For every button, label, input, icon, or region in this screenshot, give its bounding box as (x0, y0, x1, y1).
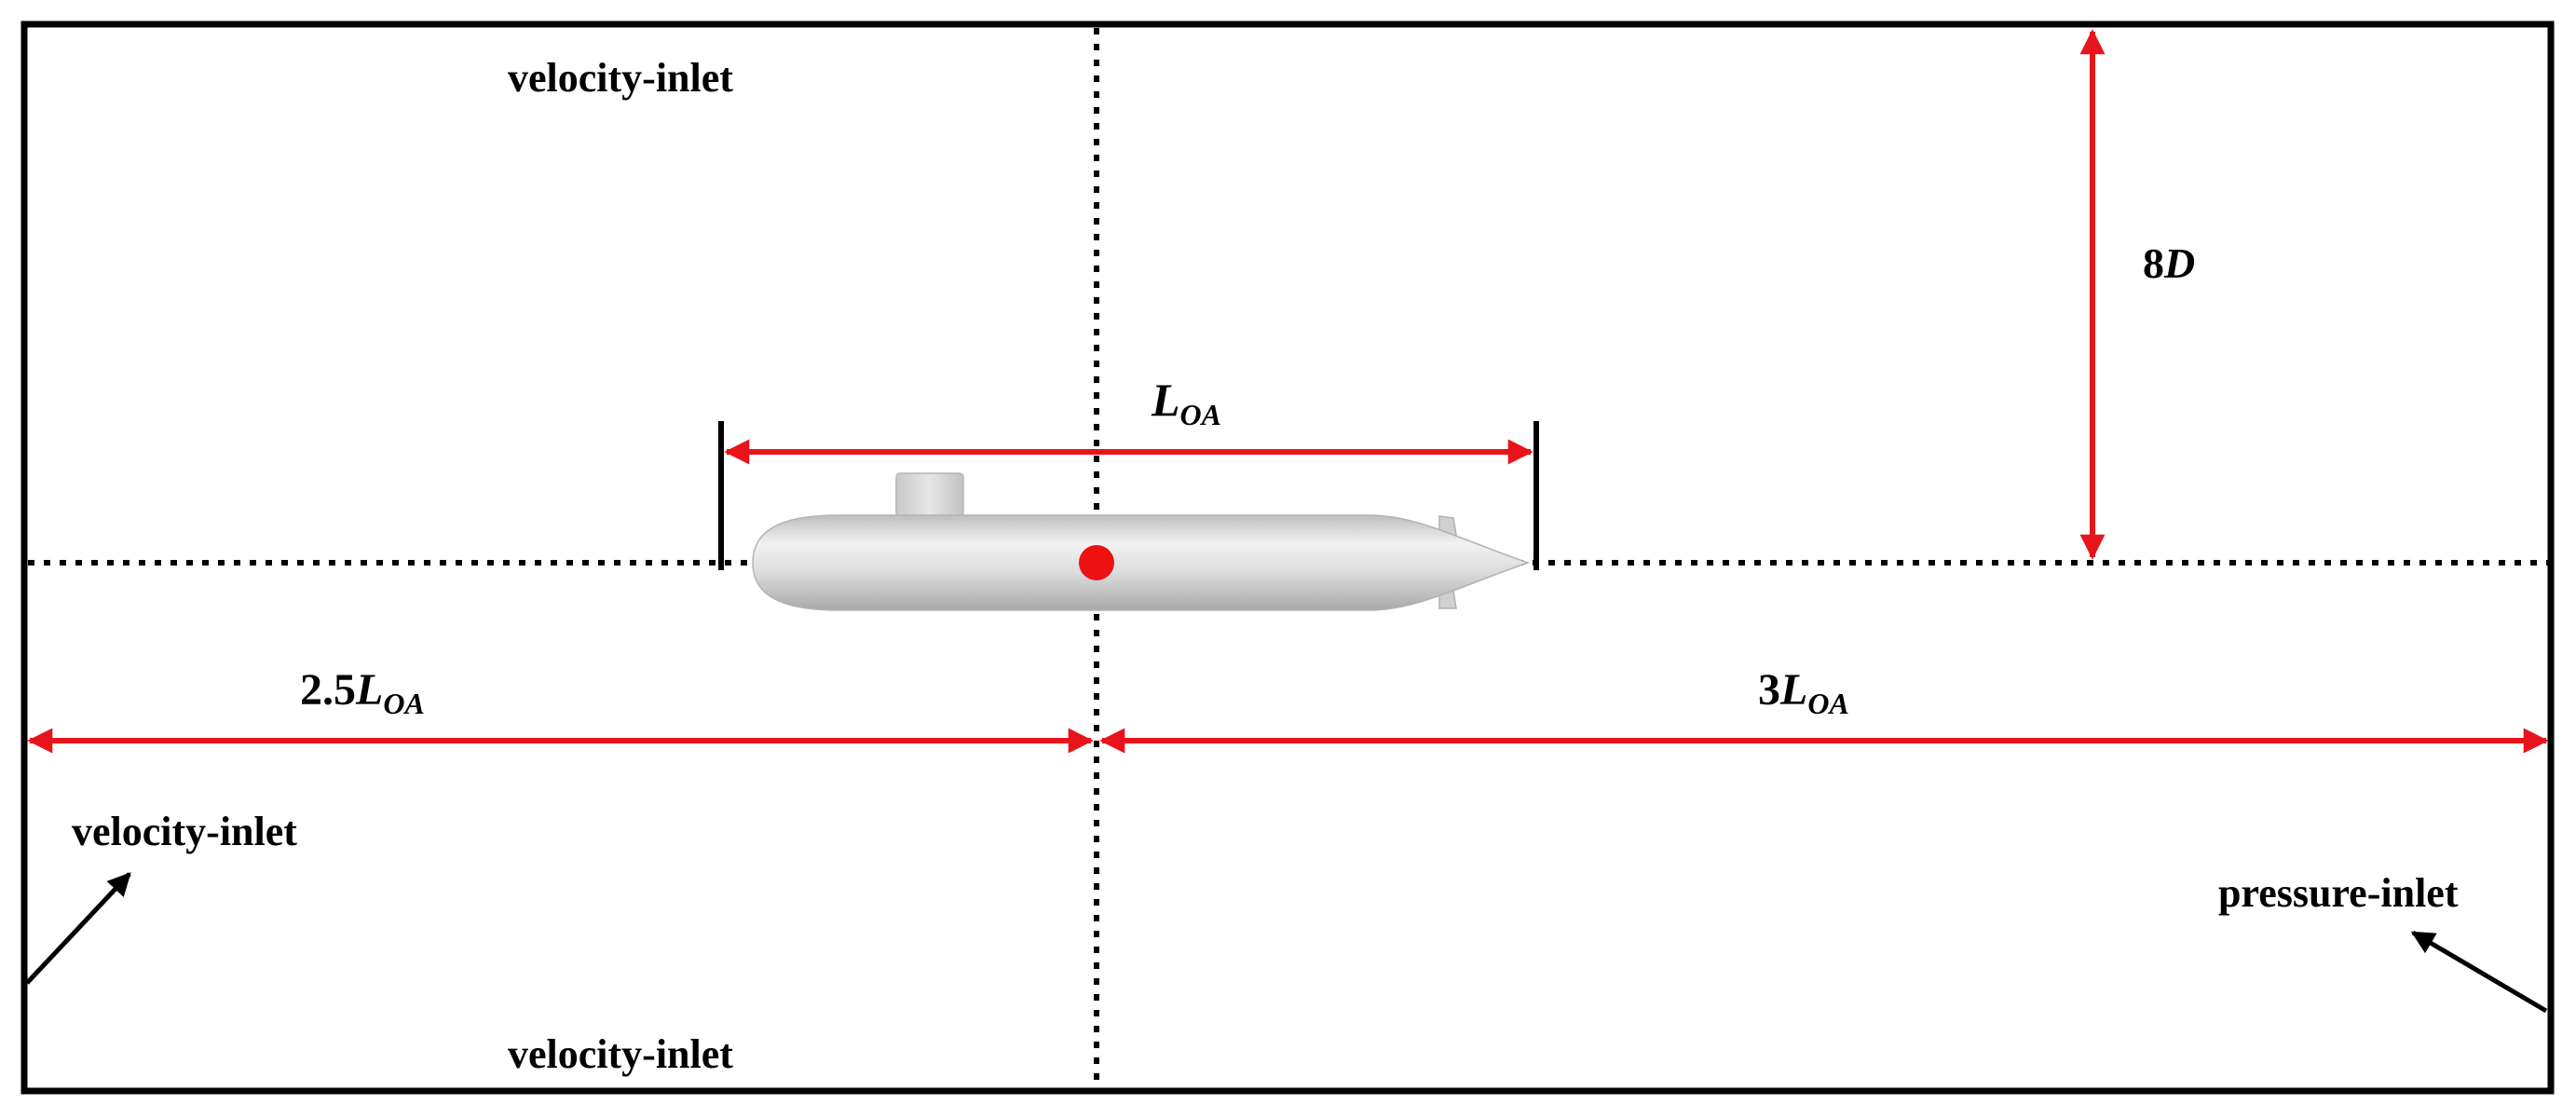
center-point-marker (1079, 545, 1114, 580)
body-length-label: LOA (1151, 374, 1221, 431)
bottom-boundary-label: velocity-inlet (508, 1031, 733, 1077)
downstream-dimension-label: 3LOA (1758, 665, 1849, 720)
height-dimension-label: 8D (2143, 239, 2195, 287)
upstream-dimension-label: 2.5LOA (300, 665, 425, 720)
left-boundary-pointer-arrow (25, 872, 131, 985)
submarine-icon (752, 472, 1531, 611)
left-boundary-label: velocity-inlet (72, 809, 297, 854)
domain-border (20, 20, 2555, 1095)
top-boundary-label: velocity-inlet (508, 55, 733, 101)
right-boundary-label: pressure-inlet (2218, 870, 2459, 916)
right-boundary-pointer-arrow (2410, 930, 2548, 1014)
